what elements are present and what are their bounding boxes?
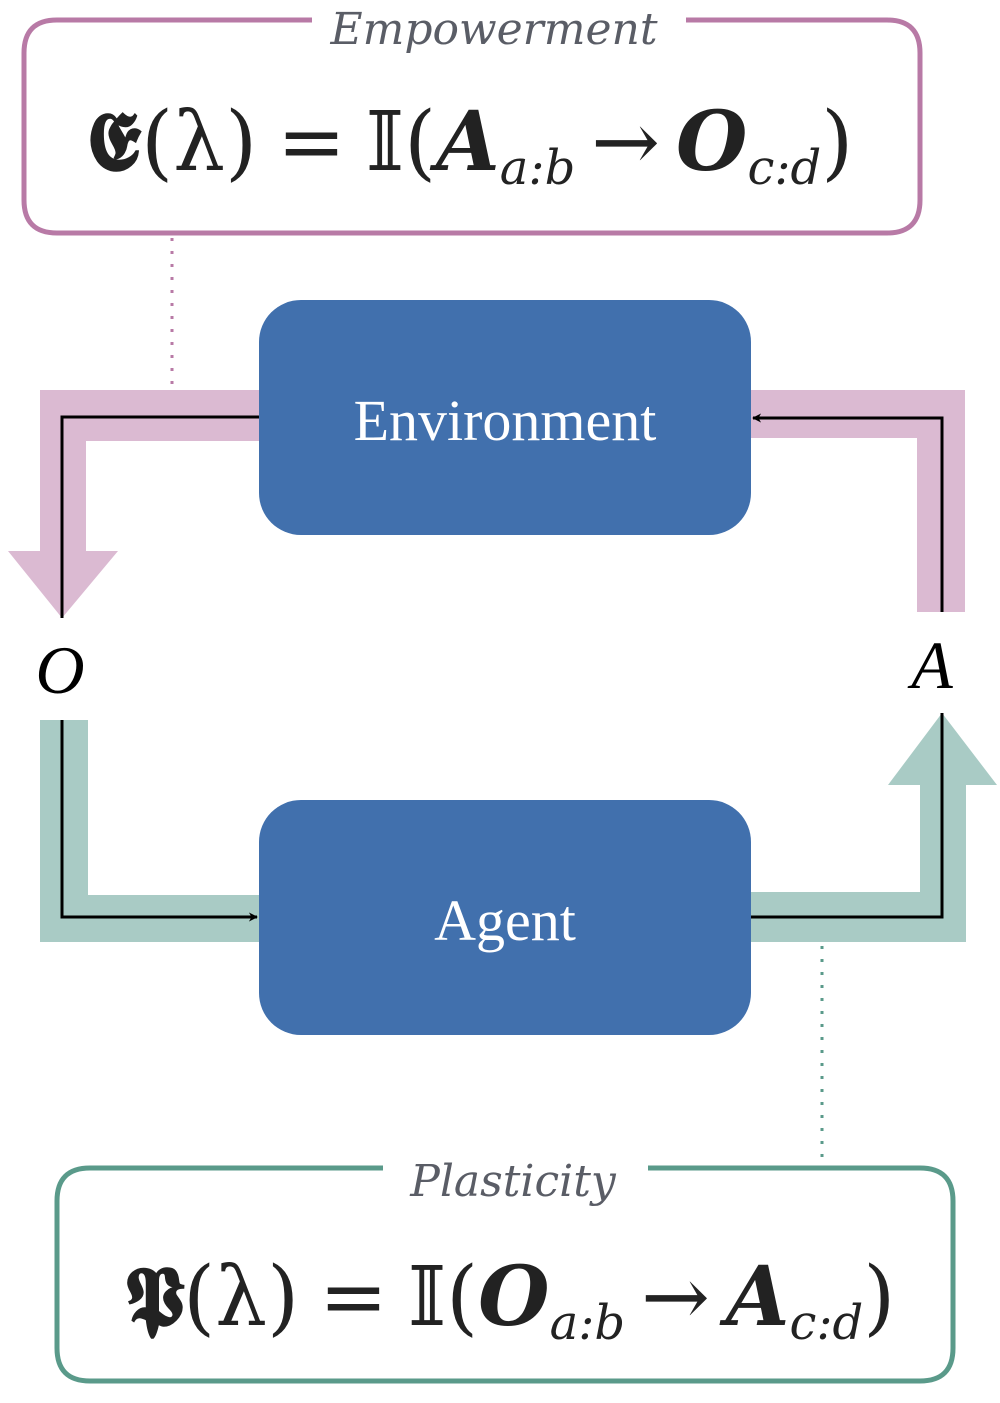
agent-box <box>259 800 751 1035</box>
agent-label: Agent <box>434 888 576 953</box>
agent-node: Agent <box>259 800 751 1035</box>
pink-band-left <box>8 390 259 618</box>
empowerment-band <box>8 390 965 618</box>
environment-node: Environment <box>259 300 751 535</box>
action-to-env-line <box>752 413 944 612</box>
env-to-observation-line <box>60 415 259 618</box>
plasticity-border <box>54 1165 956 1384</box>
empowerment-title: Empowerment <box>329 4 657 55</box>
plasticity-formula: 𝕻(λ)=𝕀(Oa:b→Ac:d) <box>125 1249 896 1351</box>
environment-box <box>259 300 751 535</box>
observation-to-agent-line <box>60 720 258 922</box>
observation-label: O <box>35 632 84 708</box>
action-label: A <box>907 627 953 703</box>
plasticity-panel: Plasticity 𝕻(λ)=𝕀(Oa:b→Ac:d) <box>54 1156 956 1384</box>
empowerment-border <box>21 17 923 236</box>
environment-label: Environment <box>354 388 657 453</box>
plasticity-symbol: 𝕻 <box>125 1249 185 1345</box>
flow-lines <box>60 413 944 922</box>
plasticity-title: Plasticity <box>409 1156 617 1207</box>
agent-to-action-line <box>751 713 944 919</box>
pink-band-right <box>751 390 965 612</box>
empowerment-panel: Empowerment 𝕰(λ)=𝕀(Aa:b→Oc:d) <box>21 4 923 236</box>
green-band-right <box>751 713 997 942</box>
green-band-left <box>40 720 259 942</box>
empowerment-symbol: 𝕰 <box>87 94 142 190</box>
empowerment-formula: 𝕰(λ)=𝕀(Aa:b→Oc:d) <box>87 94 853 196</box>
